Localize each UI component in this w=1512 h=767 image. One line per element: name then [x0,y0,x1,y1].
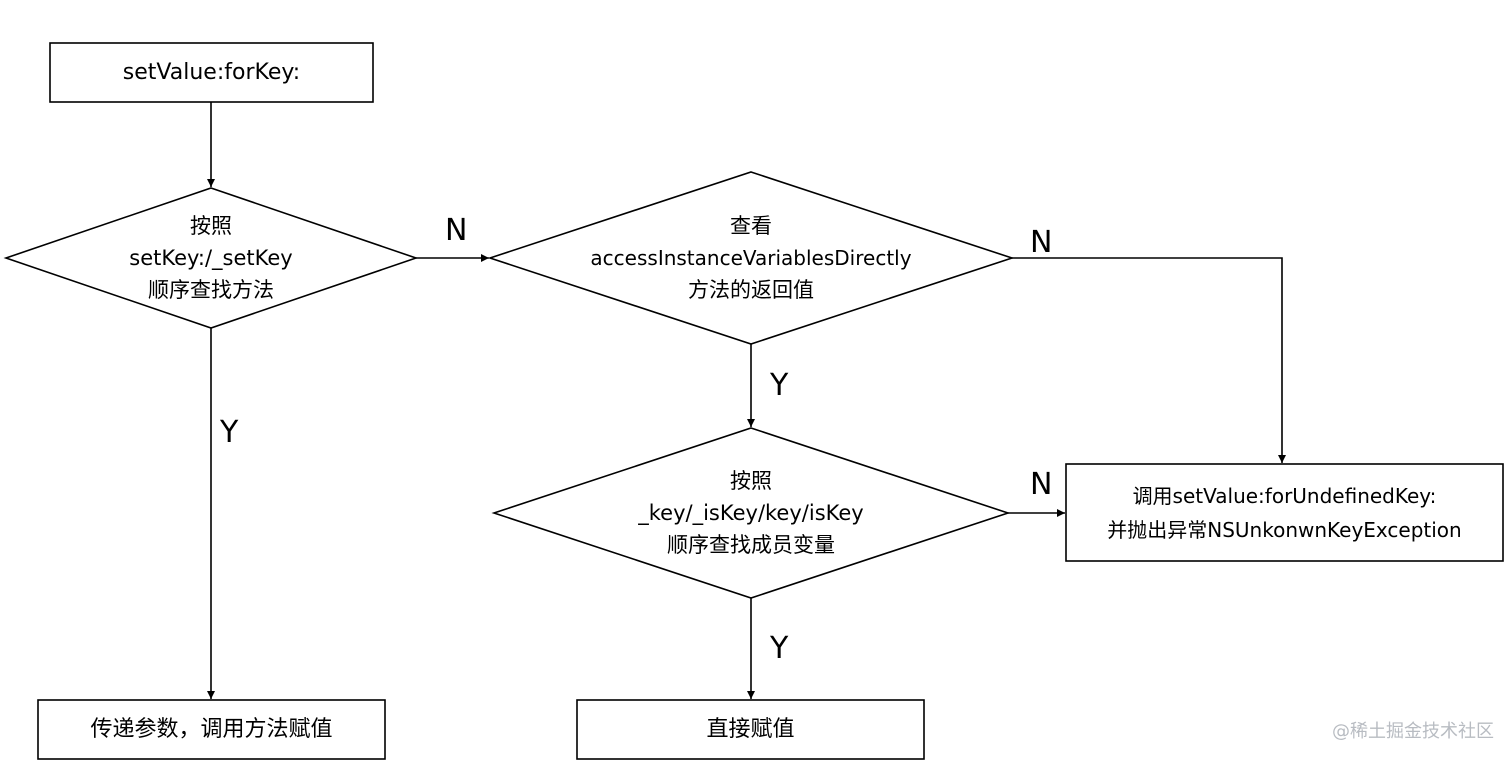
pass-params-label: 传递参数，调用方法赋值 [38,700,385,759]
start-text: setValue:forKey: [122,59,301,85]
setter-line2: setKey:/_setKey [129,246,293,270]
undefined-line1: 调用setValue:forUndefinedKey: [1132,483,1437,508]
undefined-line2: 并抛出异常NSUnkonwnKeyException [1107,517,1462,542]
access-decision-label: 查看 accessInstanceVariablesDirectly 方法的返回… [540,208,962,308]
ivar-line1: 按照 [730,469,772,493]
edge-label-setter-yes: Y [220,415,239,450]
start-box [49,42,374,103]
edge-label-ivar-yes: Y [770,631,789,666]
access-line1: 查看 [730,214,772,238]
undefined-key-box [1065,463,1504,562]
setter-decision-label: 按照 setKey:/_setKey 顺序查找方法 [60,208,362,308]
watermark: @稀土掘金技术社区 [1332,721,1494,742]
edge-label-access-yes: Y [770,368,789,403]
edge-label-setter-no: N [445,213,468,248]
ivar-decision-label: 按照 _key/_isKey/key/isKey 顺序查找成员变量 [551,463,951,563]
pass-params-text: 传递参数，调用方法赋值 [90,716,333,742]
setter-line3: 顺序查找方法 [148,278,274,302]
edge-label-ivar-no: N [1030,467,1053,502]
direct-assign-label: 直接赋值 [577,700,924,759]
pass-params-box [37,699,386,760]
direct-assign-text: 直接赋值 [706,716,795,742]
undefined-key-label: 调用setValue:forUndefinedKey: 并抛出异常NSUnkon… [1066,464,1503,561]
ivar-line2: _key/_isKey/key/isKey [638,501,864,525]
ivar-line3: 顺序查找成员变量 [667,533,835,557]
edge-access-to-undefined [1012,257,1286,463]
access-line3: 方法的返回值 [688,278,814,302]
edge-label-access-no: N [1030,225,1053,260]
start-label: setValue:forKey: [50,43,373,102]
direct-assign-box [576,699,925,760]
access-line2: accessInstanceVariablesDirectly [590,246,912,270]
setter-line1: 按照 [190,214,232,238]
